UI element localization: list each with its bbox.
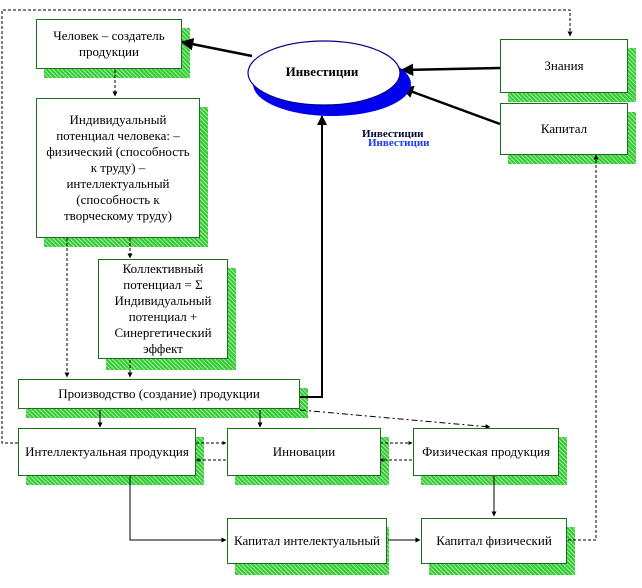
arrow-investments-person (180, 38, 253, 58)
capital-box: Капитал (500, 103, 628, 155)
person-box-label: Человек – создатель продукции (53, 28, 165, 59)
collective-box-label: Коллективный потенциал = Σ Индивидуальны… (114, 261, 212, 356)
production-box-label: Производство (создание) продукции (58, 386, 260, 402)
individual-box: Индивидуальный потенциал человека: – физ… (36, 98, 200, 238)
investments-echo-text: Инвестиции (362, 128, 424, 140)
collective-box: Коллективный потенциал = Σ Индивидуальны… (98, 259, 228, 359)
investments-title: Инвестиции (285, 64, 359, 79)
innovations-box: Инновации (227, 428, 381, 476)
intellectual-product-label: Интеллектуальная продукция (25, 444, 189, 460)
investments-echo-text-2: Инвестиции (368, 137, 430, 149)
capital-physical-box: Капитал физический (421, 518, 567, 564)
investments-ellipse (247, 40, 401, 106)
capital-physical-label: Капитал физический (436, 533, 552, 549)
physical-product-label: Физическая продукция (422, 444, 550, 460)
innovations-label: Инновации (272, 444, 336, 460)
arrow-capphys-capital (568, 154, 599, 541)
person-box: Человек – создатель продукции (36, 19, 182, 69)
feedback-loop-line (1, 9, 573, 444)
production-box: Производство (создание) продукции (18, 379, 300, 409)
knowledge-box: Знания (500, 39, 628, 93)
arrow-production-physical (299, 409, 491, 430)
capital-intellectual-label: Капитал интелектуальный (233, 533, 381, 549)
arrow-intellectual-capital (129, 476, 227, 543)
capital-label: Капитал (540, 121, 588, 137)
individual-box-label: Индивидуальный потенциал человека: – физ… (46, 112, 190, 223)
arrow-production-investments (300, 115, 327, 398)
arrow-knowledge-investments (400, 63, 501, 77)
intellectual-product-box: Интеллектуальная продукция (18, 428, 196, 476)
arrow-capital-investments (400, 86, 501, 126)
knowledge-label: Знания (544, 58, 584, 74)
capital-intellectual-box: Капитал интелектуальный (227, 518, 387, 564)
